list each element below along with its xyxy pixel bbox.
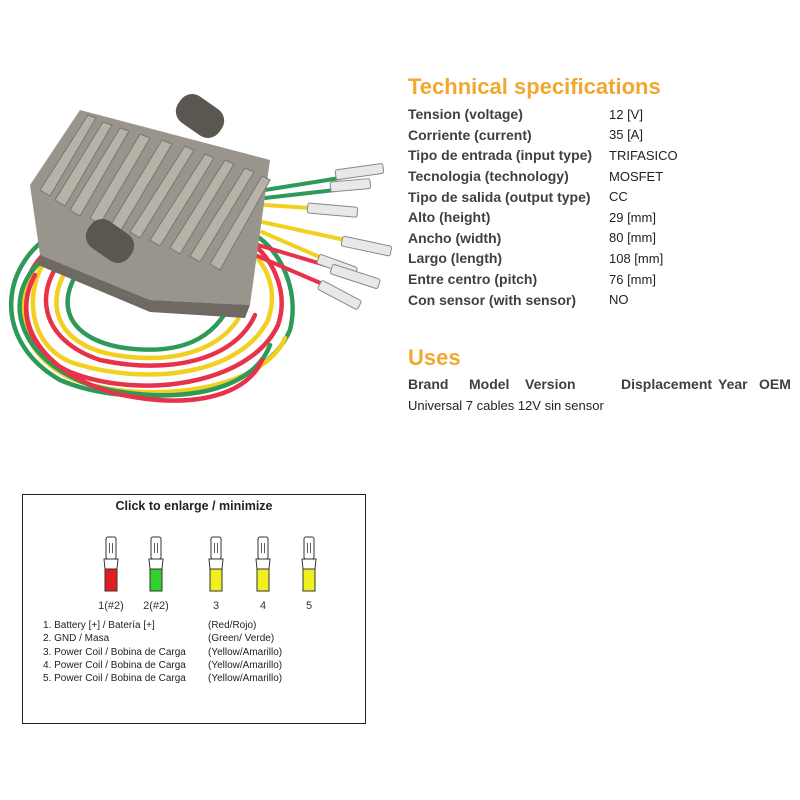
- spec-label: Con sensor (with sensor): [408, 291, 577, 308]
- wiring-legend: 1. Battery [+] / Batería [+](Red/Rojo)2.…: [43, 619, 282, 685]
- legend-row: 3. Power Coil / Bobina de Carga (Yellow/A…: [43, 646, 282, 659]
- spec-value: 108 [mm]: [609, 250, 664, 266]
- technical-specifications: Technical specifications Tension (voltag…: [408, 74, 800, 310]
- spec-row: Tipo de salida (output type) CC: [408, 186, 800, 207]
- spec-label: Ancho (width): [408, 229, 502, 246]
- spec-row: Entre centro (pitch) 76 [mm]: [408, 269, 800, 290]
- uses-table-row: Universal 7 cables 12V sin sensor: [408, 398, 604, 413]
- header-model: Model: [469, 376, 510, 392]
- spec-row: Largo (length) 108 [mm]: [408, 248, 800, 269]
- legend-color: (Yellow/Amarillo): [208, 673, 283, 685]
- wiring-diagram[interactable]: Click to enlarge / minimize 1(#2) 2(#2) 3 4…: [22, 494, 366, 724]
- terminal-connector-icon: [148, 535, 164, 600]
- spec-value: 35 [A]: [609, 127, 643, 143]
- spec-label: Corriente (current): [408, 126, 532, 143]
- legend-row: 5. Power Coil / Bobina de Carga (Yellow/A…: [43, 672, 282, 685]
- header-displacement: Displacement: [621, 376, 713, 392]
- specs-table: Tension (voltage) 12 [V] Corriente (curren…: [408, 104, 800, 310]
- spec-row: Corriente (current) 35 [A]: [408, 125, 800, 146]
- spec-label: Entre centro (pitch): [408, 271, 538, 288]
- spec-label: Tipo de entrada (input type): [408, 147, 593, 164]
- legend-color: (Yellow/Amarillo): [208, 646, 283, 658]
- uses-title: Uses: [408, 345, 461, 370]
- legend-name: 1. Battery [+] / Batería [+]: [43, 620, 155, 631]
- terminal-number: 4: [259, 600, 267, 612]
- legend-name: 3. Power Coil / Bobina de Carga: [43, 646, 186, 658]
- spec-row: Tension (voltage) 12 [V]: [408, 104, 800, 125]
- spec-label: Alto (height): [408, 209, 491, 226]
- legend-color: (Yellow/Amarillo): [208, 659, 283, 671]
- spec-value: NO: [609, 292, 629, 308]
- legend-row: 1. Battery [+] / Batería [+] (Red/Rojo): [43, 619, 256, 632]
- terminal-connector-icon: [301, 535, 317, 600]
- spec-row: Ancho (width) 80 [mm]: [408, 228, 800, 249]
- terminal-number: 3: [212, 600, 220, 612]
- specs-title: Technical specifications: [408, 74, 661, 99]
- legend-color: (Red/Rojo): [208, 620, 257, 631]
- header-brand: Brand: [408, 376, 449, 392]
- terminal-connector-icon: [208, 535, 224, 600]
- header-oem: OEM: [759, 376, 791, 392]
- spec-value: 76 [mm]: [609, 271, 656, 287]
- terminal-number: 2(#2): [143, 600, 169, 612]
- spec-label: Tipo de salida (output type): [408, 188, 591, 205]
- spec-row: Con sensor (with sensor) NO: [408, 289, 800, 310]
- product-image: [9, 94, 393, 403]
- header-year: Year: [718, 376, 748, 392]
- spec-label: Tecnologia (technology): [408, 168, 569, 185]
- spec-value: 12 [V]: [609, 106, 643, 122]
- terminal-number: 5: [305, 600, 313, 612]
- legend-row: 2. GND / Masa (Green/ Verde): [43, 632, 274, 645]
- spec-label: Largo (length): [408, 250, 503, 267]
- spec-row: Tecnologia (technology) MOSFET: [408, 166, 800, 187]
- legend-name: 5. Power Coil / Bobina de Carga: [43, 673, 186, 685]
- terminal-connector-icon: [255, 535, 271, 600]
- terminal-number: 1(#2): [98, 600, 124, 612]
- legend-name: 2. GND / Masa: [43, 633, 110, 645]
- spec-value: MOSFET: [609, 168, 664, 184]
- terminal-connector-icon: [103, 535, 119, 600]
- spec-value: 29 [mm]: [609, 209, 656, 225]
- spec-value: TRIFASICO: [609, 147, 678, 163]
- enlarge-toggle-link[interactable]: Click to enlarge / minimize: [115, 499, 273, 513]
- legend-color: (Green/ Verde): [208, 633, 275, 645]
- spec-value: 80 [mm]: [609, 230, 656, 246]
- spec-row: Tipo de entrada (input type) TRIFASICO: [408, 145, 800, 166]
- legend-row: 4. Power Coil / Bobina de Carga (Yellow/A…: [43, 659, 282, 672]
- spec-label: Tension (voltage): [408, 106, 523, 123]
- header-version: Version: [525, 376, 576, 392]
- spec-value: CC: [609, 189, 628, 205]
- legend-name: 4. Power Coil / Bobina de Carga: [43, 659, 186, 671]
- spec-row: Alto (height) 29 [mm]: [408, 207, 800, 228]
